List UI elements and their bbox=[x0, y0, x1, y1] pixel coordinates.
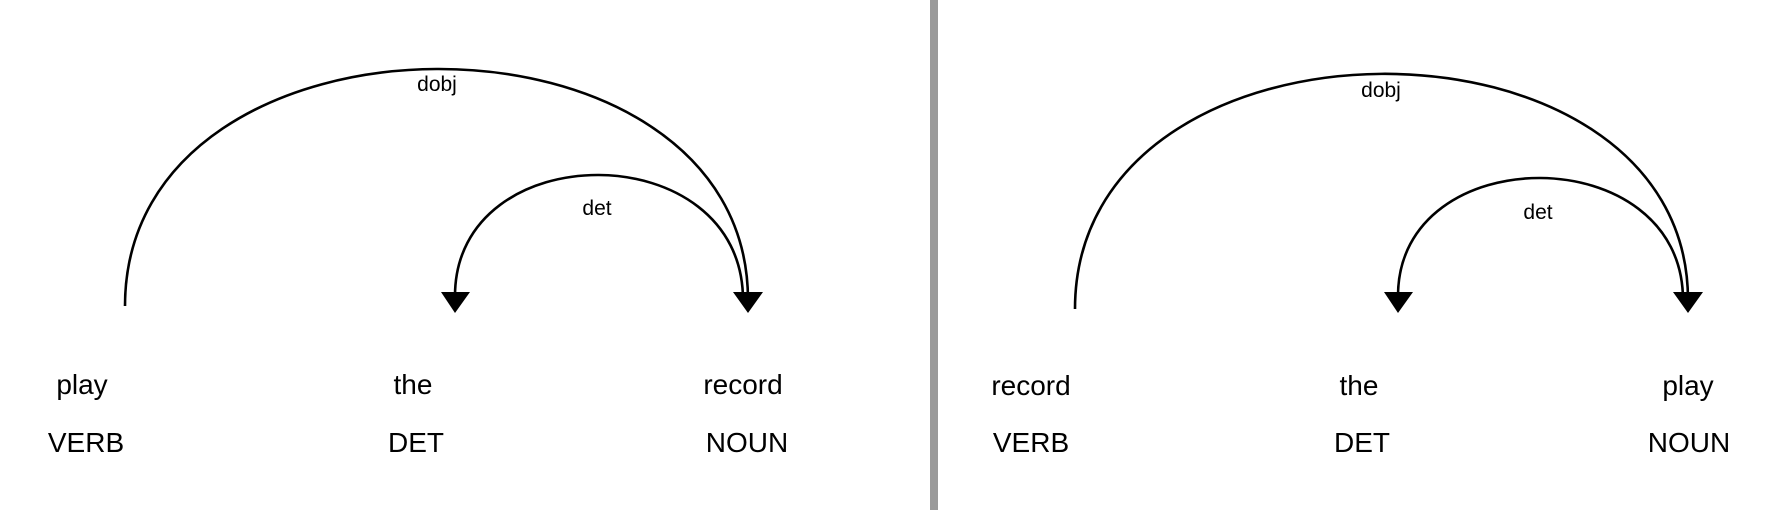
token-tag: NOUN bbox=[706, 427, 788, 458]
arc-dobj: dobj bbox=[123, 67, 763, 313]
parse-diagram-right: dobj det record VERB the DET play NOUN bbox=[991, 72, 1730, 458]
arc-det-arrowhead bbox=[441, 292, 470, 313]
parse-diagram-left: dobj det play VERB the DET record NOUN bbox=[48, 67, 788, 458]
arc-det-path bbox=[453, 173, 745, 301]
token-word: the bbox=[1340, 370, 1379, 401]
token-tag: DET bbox=[388, 427, 444, 458]
arc-det-label: det bbox=[582, 197, 611, 220]
arc-det: det bbox=[441, 173, 745, 313]
token-word: record bbox=[991, 370, 1070, 401]
token-tag: VERB bbox=[48, 427, 124, 458]
panel-divider bbox=[930, 0, 938, 510]
arc-det: det bbox=[1384, 176, 1685, 313]
arc-dobj-label: dobj bbox=[1361, 79, 1401, 102]
token-tag: VERB bbox=[993, 427, 1069, 458]
token-tag: DET bbox=[1334, 427, 1390, 458]
arc-det-path bbox=[1396, 176, 1685, 301]
dependency-parse-right: dobj det record VERB the DET play NOUN bbox=[938, 0, 1784, 510]
token-word: play bbox=[1662, 370, 1713, 401]
token-word: the bbox=[394, 369, 433, 400]
token-tag: NOUN bbox=[1648, 427, 1730, 458]
arc-dobj-arrowhead bbox=[1673, 292, 1703, 313]
arc-det-arrowhead bbox=[1384, 292, 1413, 313]
token-word: play bbox=[56, 369, 107, 400]
arc-dobj-arrowhead bbox=[733, 292, 763, 313]
arc-dobj-label: dobj bbox=[417, 73, 457, 96]
arc-dobj-path bbox=[1073, 72, 1690, 310]
dependency-parse-left: dobj det play VERB the DET record NOUN bbox=[48, 67, 788, 458]
arc-dobj-path bbox=[123, 67, 750, 307]
arc-dobj: dobj bbox=[1073, 72, 1703, 313]
arc-det-label: det bbox=[1523, 201, 1552, 224]
token-word: record bbox=[703, 369, 782, 400]
